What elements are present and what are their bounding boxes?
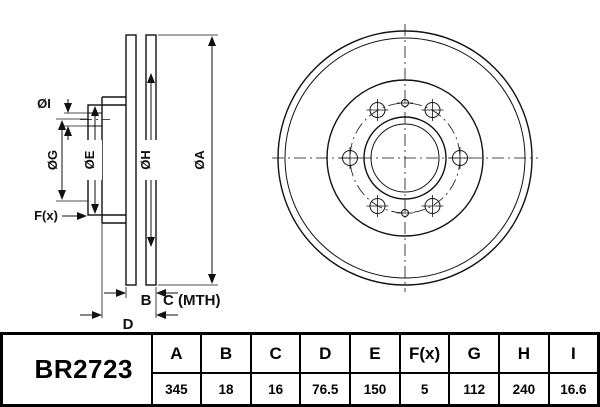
label-dia-i: ØI [37,96,51,111]
col-header-c: C [249,332,302,375]
label-dia-e: ØE [82,150,97,169]
col-header-b: B [200,332,252,375]
col-header-i: I [547,332,600,375]
friction-plate-outer [125,34,137,286]
label-c: C (MTH) [163,292,220,309]
front-view [272,24,538,292]
friction-inner-circle [326,79,484,237]
label-dia-h: ØH [138,150,153,170]
value-b: 18 [200,372,252,407]
value-f: 5 [398,372,451,407]
col-header-g: G [448,332,501,375]
outer-chamfer-circle [284,37,526,279]
label-dia-a: ØA [192,150,207,170]
hub-pilot-circle [370,123,440,193]
value-c: 16 [249,372,302,407]
outer-diameter-circle [277,30,533,286]
side-view-dimensions: ØA ØH ØE ØG ØI [34,34,220,332]
col-header-h: H [498,332,550,375]
stud-holes [339,99,471,217]
value-i: 16.6 [547,372,600,407]
drawing-svg: ØA ØH ØE ØG ØI [34,24,538,332]
part-number: BR2723 [0,332,153,407]
col-header-a: A [150,332,203,375]
spec-table: BR2723 A B C D E F(x) G H I 345 18 16 76… [0,332,600,407]
value-a: 345 [150,372,203,407]
col-header-e: E [349,332,401,375]
locating-holes [397,99,413,217]
value-h: 240 [498,372,550,407]
value-d: 76.5 [299,372,352,407]
value-g: 112 [448,372,501,407]
label-b: B [141,292,152,309]
technical-drawing: ØA ØH ØE ØG ØI [34,24,538,332]
center-bore-circle [363,116,447,200]
col-header-f: F(x) [398,332,451,375]
value-e: 150 [349,372,401,407]
label-f: F(x) [34,208,58,223]
label-dia-g: ØG [45,150,60,170]
label-d: D [123,316,134,332]
col-header-d: D [299,332,352,375]
